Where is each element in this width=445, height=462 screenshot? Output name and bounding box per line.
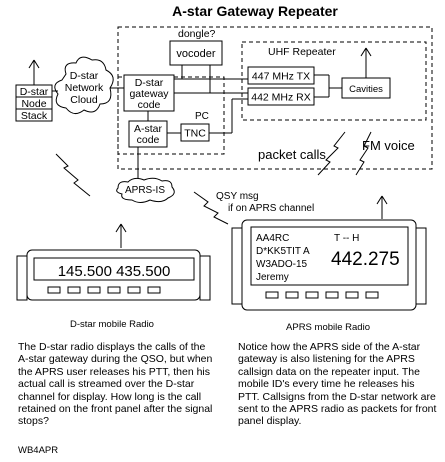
stack-label-line-1: D-star: [20, 86, 49, 98]
gateway-label-line-3: code: [138, 99, 161, 111]
packet-calls-label: packet calls: [258, 147, 326, 162]
astar-code-box: A-star code: [128, 120, 168, 148]
dstar-radio-button-5: [127, 286, 141, 294]
diagram-title: A-star Gateway Repeater: [172, 3, 338, 19]
aprs-radio-button-4: [325, 291, 339, 299]
dstar-radio-button-1: [47, 286, 61, 294]
aprs-radio-indicator: T -- H: [334, 233, 359, 244]
tx-label: 447 MHz TX: [252, 71, 310, 83]
dongle-label: dongle?: [178, 28, 216, 40]
dstar-radio-button-3: [87, 286, 101, 294]
qsy-label-line-1: QSY msg: [216, 191, 259, 202]
aprs-radio-button-2: [285, 291, 299, 299]
tx-box: 447 MHz TX: [247, 66, 315, 85]
rf-link-center-zigzag: [193, 191, 229, 225]
aprs-mobile-radio: AA4RC T -- H D*KK5TIT A W3ADO-15 Jeremy …: [231, 219, 427, 311]
rx-label: 442 MHz RX: [251, 92, 311, 104]
node-antenna-icon: [28, 59, 40, 85]
aprs-radio-line-1: AA4RC: [256, 233, 289, 244]
aprs-radio-button-6: [365, 291, 379, 299]
cloud-label-line-3: Cloud: [70, 94, 98, 106]
qsy-label-line-2: if on APRS channel: [228, 203, 314, 214]
astar-label-line-1: A-star: [134, 123, 163, 135]
fm-voice-label: FM voice: [362, 138, 415, 153]
dstar-node-stack: D-star Node Stack: [15, 84, 53, 122]
author-signature: WB4APR: [18, 445, 59, 456]
dstar-gateway-code-box: D-star gateway code: [123, 74, 175, 112]
dstar-network-cloud: D-star Network Cloud: [54, 56, 114, 114]
tnc-label: TNC: [184, 128, 206, 140]
stack-label-line-3: Stack: [21, 110, 48, 122]
aprs-radio-antenna-icon: [376, 195, 388, 219]
aprs-radio-line-3: W3ADO-15: [256, 259, 308, 270]
aprs-is-cloud: APRS-IS: [116, 177, 175, 203]
stack-label-line-2: Node: [21, 98, 46, 110]
aprs-radio-button-3: [305, 291, 319, 299]
cloud-label-line-2: Network: [65, 82, 104, 94]
rx-box: 442 MHz RX: [247, 87, 315, 106]
cloud-label-line-1: D-star: [70, 70, 99, 82]
pc-label: PC: [195, 111, 209, 122]
aprs-is-label: APRS-IS: [125, 185, 165, 196]
vocoder-box: vocoder: [169, 40, 223, 66]
uhf-repeater-label: UHF Repeater: [268, 46, 336, 58]
cavities-box: Cavities: [341, 77, 391, 99]
astar-label-line-2: code: [137, 134, 160, 146]
dstar-radio-button-4: [107, 286, 121, 294]
dstar-radio-button-2: [67, 286, 81, 294]
uhf-repeater-enclosure: [241, 41, 427, 121]
rf-link-fm-zigzag: [355, 131, 372, 176]
repeater-antenna-icon: [360, 47, 372, 78]
rf-link-packet-zigzag: [317, 131, 346, 176]
aprs-radio-button-1: [265, 291, 279, 299]
dstar-description: The D-star radio displays the calls of t…: [18, 341, 213, 428]
aprs-radio-line-4: Jeremy: [256, 272, 289, 283]
aprs-radio-button-5: [345, 291, 359, 299]
cavities-label: Cavities: [349, 84, 383, 95]
rf-link-left-zigzag: [55, 153, 91, 197]
dstar-radio-display: 145.500 435.500: [58, 263, 171, 280]
dstar-radio-caption: D-star mobile Radio: [70, 319, 154, 330]
aprs-radio-frequency: 442.275: [331, 249, 400, 270]
dstar-mobile-radio: 145.500 435.500: [16, 249, 211, 301]
aprs-radio-caption: APRS mobile Radio: [286, 322, 370, 333]
gateway-label-line-1: D-star: [135, 77, 164, 89]
gateway-label-line-2: gateway: [129, 88, 169, 100]
dstar-radio-antenna-icon: [115, 223, 127, 248]
tnc-box: TNC: [180, 123, 210, 142]
vocoder-label: vocoder: [176, 48, 215, 60]
aprs-radio-line-2: D*KK5TIT A: [256, 246, 310, 257]
dstar-radio-button-6: [147, 286, 161, 294]
aprs-description: Notice how the APRS side of the A-star g…: [238, 341, 437, 428]
